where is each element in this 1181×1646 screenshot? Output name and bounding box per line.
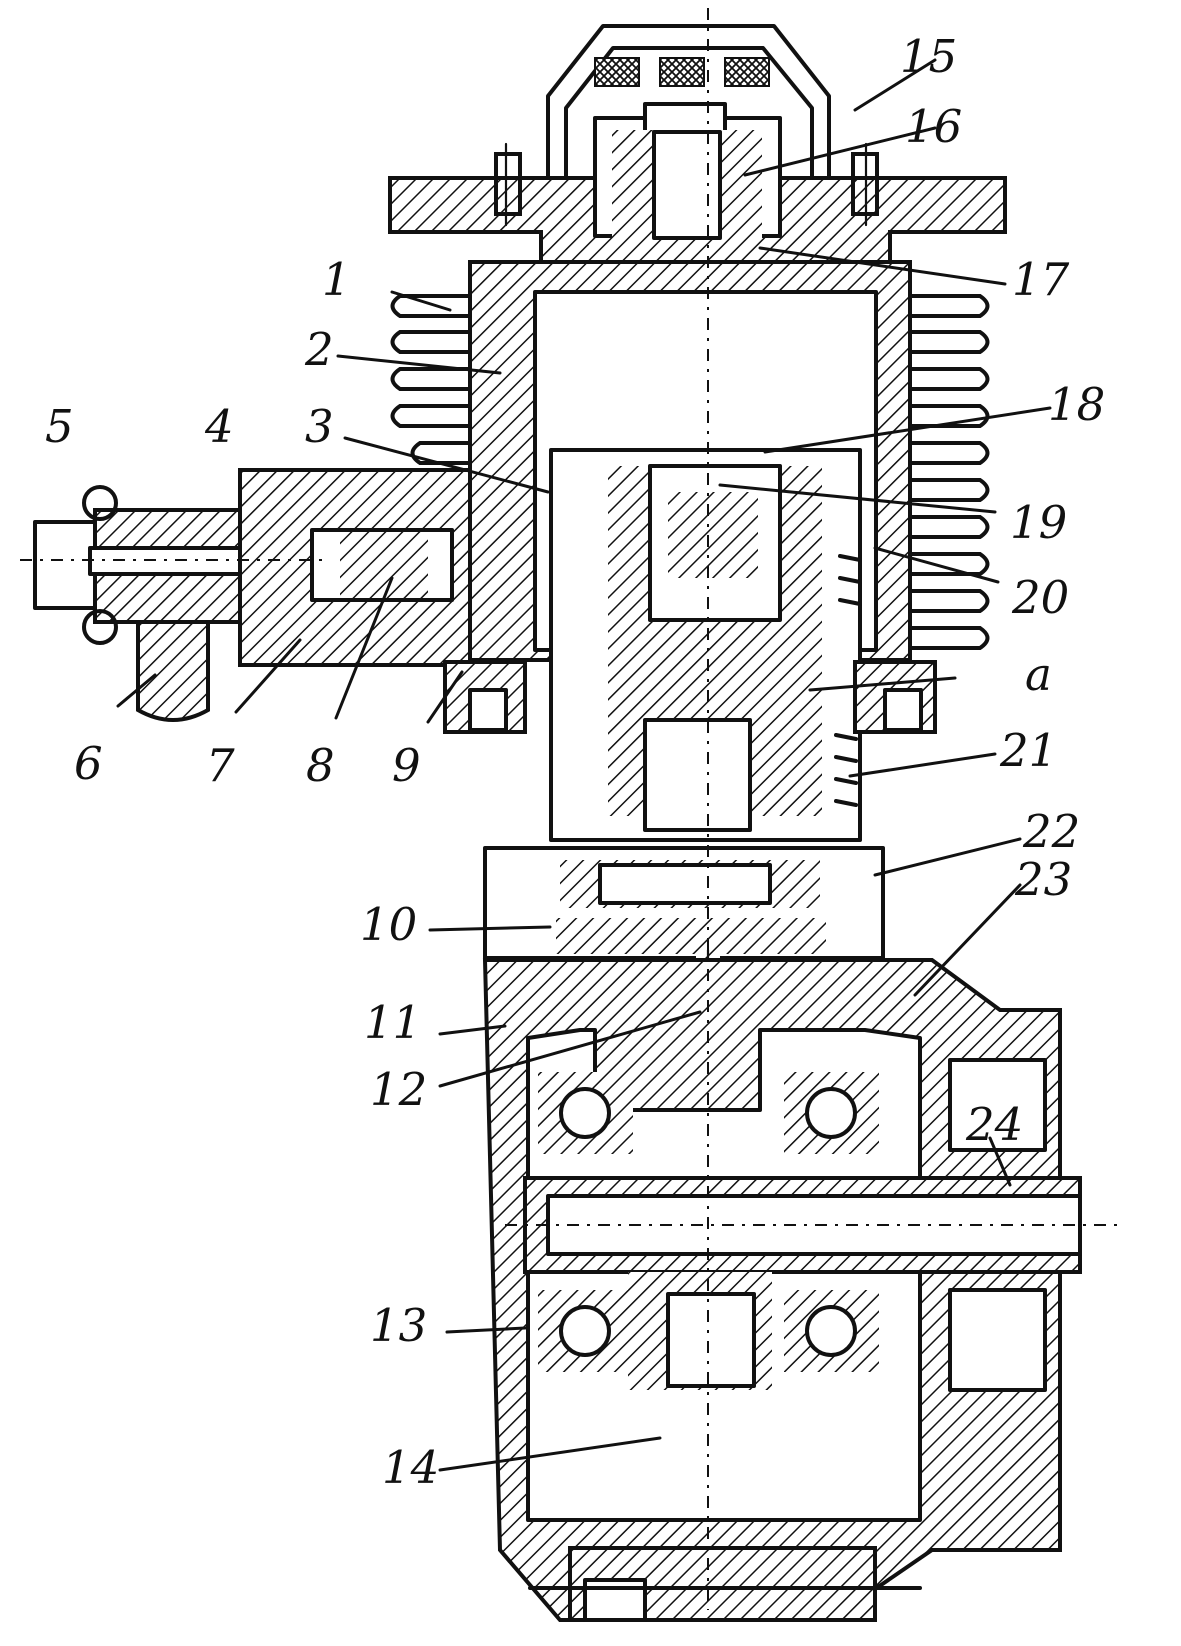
part-label-2: 2 [304, 323, 334, 376]
part-labels: 15 16 17 18 19 20 a 21 22 23 24 1 2 3 4 … [45, 30, 1105, 1494]
part-label-19: 19 [1010, 496, 1067, 549]
part-label-24: 24 [965, 1098, 1023, 1151]
cylinder-head [388, 102, 1007, 264]
bottom-clamp-bolt [528, 1546, 922, 1622]
part-label-4: 4 [204, 400, 234, 453]
part-label-20: 20 [1011, 571, 1069, 624]
cooling-fins-left [390, 294, 472, 465]
part-label-5: 5 [45, 400, 74, 453]
part-label-16: 16 [905, 100, 962, 153]
part-label-12: 12 [370, 1063, 427, 1116]
part-label-15: 15 [900, 30, 957, 83]
part-label-22: 22 [1022, 805, 1080, 858]
part-label-21: 21 [999, 724, 1057, 777]
part-label-a: a [1025, 648, 1052, 701]
bearing-bottom-left [538, 1290, 633, 1372]
bearing-bottom-right [784, 1290, 879, 1372]
part-label-1: 1 [322, 253, 351, 306]
part-label-14: 14 [382, 1441, 439, 1494]
part-label-6: 6 [74, 737, 103, 790]
unloader-valve-assembly [33, 468, 472, 722]
piston [549, 448, 862, 842]
part-label-23: 23 [1014, 853, 1072, 906]
part-label-3: 3 [305, 400, 334, 453]
mounting-flange [443, 660, 937, 734]
part-label-10: 10 [360, 898, 417, 951]
bearing-top-right [784, 1072, 879, 1154]
crankshaft [523, 1176, 1082, 1390]
centerlines [20, 8, 1120, 1610]
cooling-fins-right [908, 294, 990, 650]
part-label-11: 11 [364, 996, 421, 1049]
part-label-17: 17 [1012, 253, 1070, 306]
part-label-9: 9 [392, 739, 421, 792]
part-label-18: 18 [1048, 378, 1105, 431]
part-label-7: 7 [206, 739, 235, 792]
part-label-13: 13 [370, 1299, 427, 1352]
leader-lines [116, 58, 1052, 1472]
part-label-8: 8 [306, 739, 335, 792]
bearing-top-left [538, 1072, 633, 1154]
